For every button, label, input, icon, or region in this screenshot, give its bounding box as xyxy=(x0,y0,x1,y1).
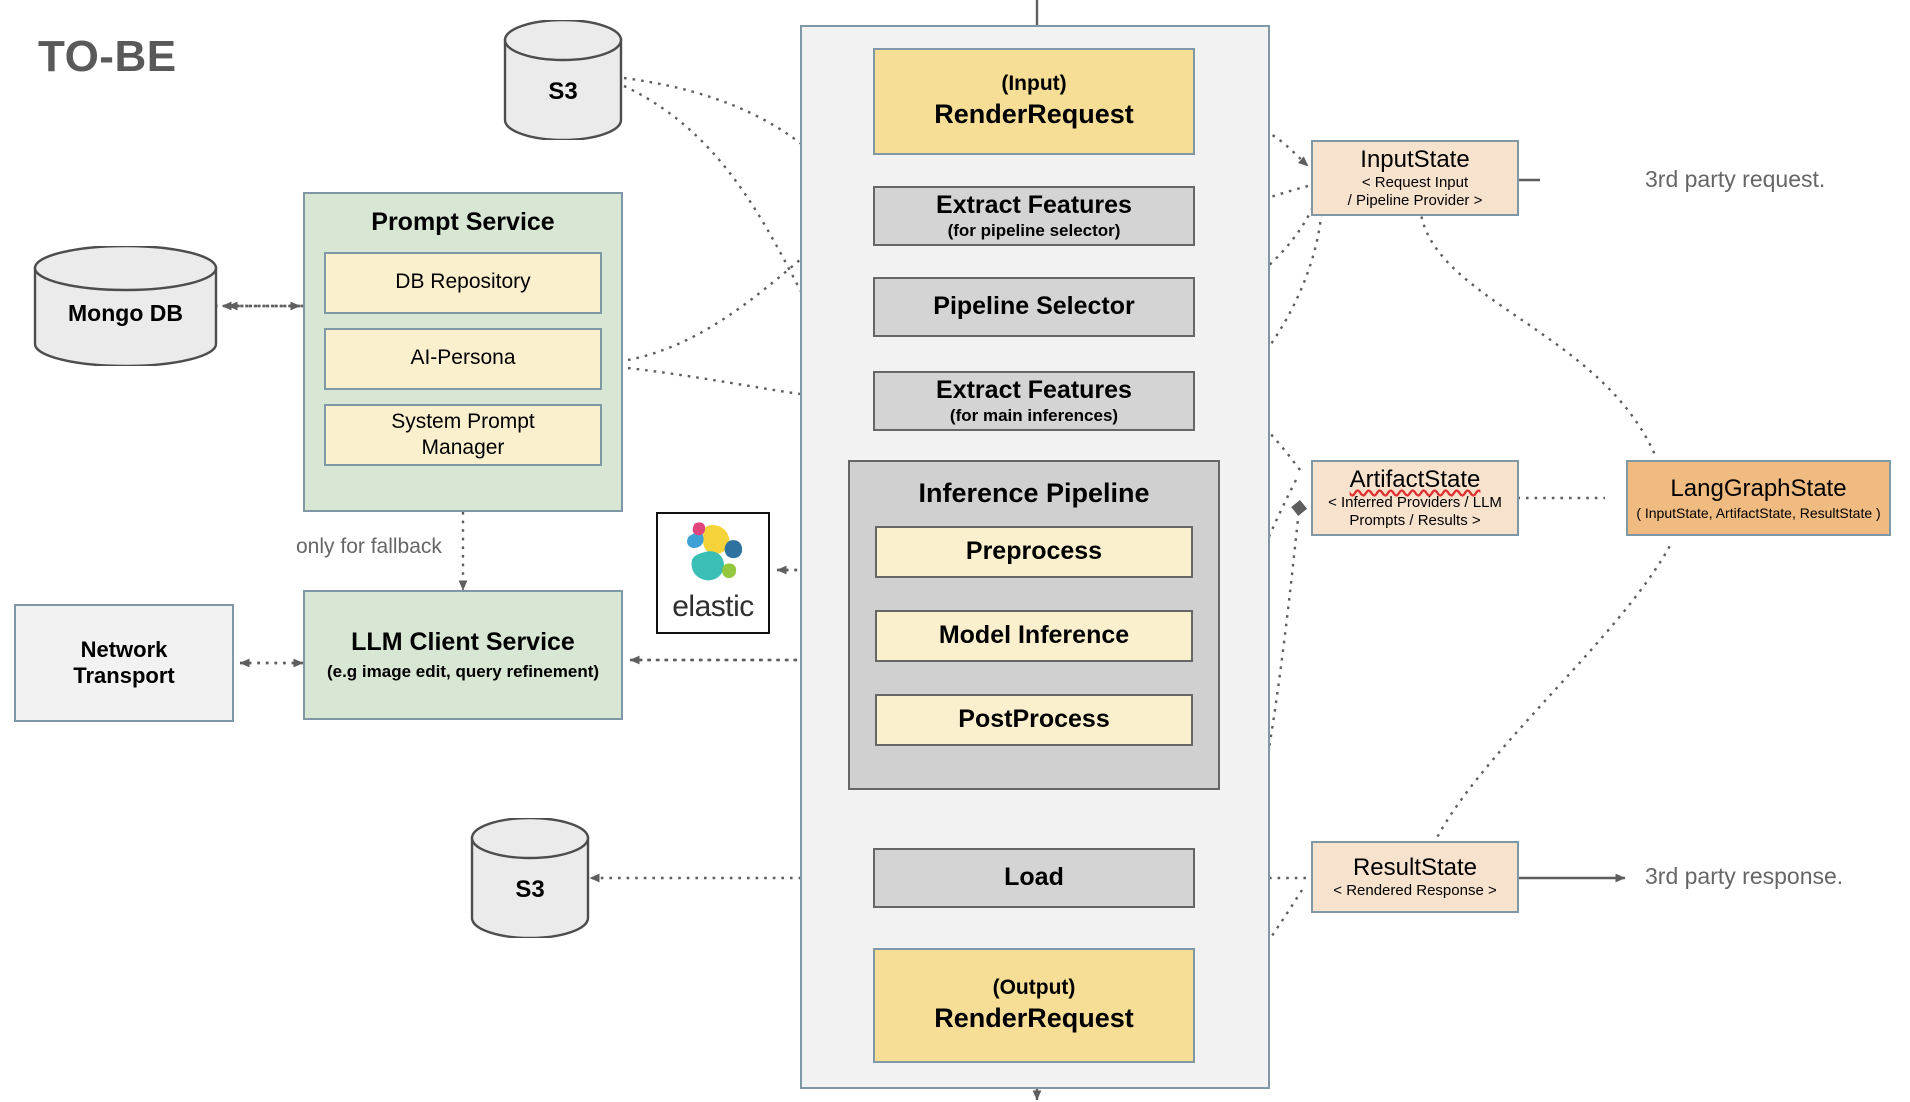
network-transport-node[interactable]: Network Transport xyxy=(14,604,234,722)
artifact-state-sub1: < Inferred Providers / LLM xyxy=(1328,494,1502,512)
llm-client-service-node[interactable]: LLM Client Service (e.g image edit, quer… xyxy=(303,590,623,720)
db-repository-label: DB Repository xyxy=(395,270,531,294)
pipeline-extract-features-main[interactable]: Extract Features (for main inferences) xyxy=(873,371,1195,431)
result-state-title: ResultState xyxy=(1352,854,1478,881)
inference-pipeline-title: Inference Pipeline xyxy=(918,478,1150,508)
output-render-request-title: RenderRequest xyxy=(934,1003,1134,1034)
prompt-service-item-ai-persona[interactable]: AI-Persona xyxy=(324,327,602,390)
s3-top-label: S3 xyxy=(548,78,578,105)
elastic-label: elastic xyxy=(672,590,754,623)
pipeline-selector-node[interactable]: Pipeline Selector xyxy=(873,277,1195,337)
prompt-service-item-db-repository[interactable]: DB Repository xyxy=(324,251,602,314)
llm-client-service-subtitle: (e.g image edit, query refinement) xyxy=(326,661,600,681)
s3-bottom-datastore: S3 xyxy=(470,816,590,940)
artifact-state-node[interactable]: ArtifactState < Inferred Providers / LLM… xyxy=(1311,460,1519,536)
extract-features-selector-title: Extract Features xyxy=(936,191,1132,220)
preprocess-label: Preprocess xyxy=(965,537,1103,566)
third-party-response-label: 3rd party response. xyxy=(1645,863,1844,889)
output-render-request-sub: (Output) xyxy=(992,975,1076,999)
inference-step-postprocess[interactable]: PostProcess xyxy=(875,693,1193,746)
pipeline-output-render-request[interactable]: (Output) RenderRequest xyxy=(873,948,1195,1063)
elastic-logo-box[interactable]: elastic xyxy=(656,512,770,634)
postprocess-label: PostProcess xyxy=(958,705,1110,734)
result-state-sub1: < Rendered Response > xyxy=(1333,882,1497,900)
langgraph-state-title: LangGraphState xyxy=(1670,474,1847,502)
artifact-state-sub2: Prompts / Results > xyxy=(1349,512,1481,530)
page-title: TO-BE xyxy=(38,32,177,81)
ai-persona-label: AI-Persona xyxy=(410,346,516,370)
input-state-node[interactable]: InputState < Request Input / Pipeline Pr… xyxy=(1311,140,1519,216)
input-state-title: InputState xyxy=(1360,146,1470,174)
input-state-sub2: / Pipeline Provider > xyxy=(1347,192,1483,210)
inference-step-model-inference[interactable]: Model Inference xyxy=(875,609,1193,662)
result-state-node[interactable]: ResultState < Rendered Response > xyxy=(1311,841,1519,913)
system-prompt-manager-label: System Prompt Manager xyxy=(391,409,535,459)
artifact-state-title: ArtifactState xyxy=(1349,466,1481,494)
input-render-request-sub: (Input) xyxy=(1001,71,1067,95)
inference-step-preprocess[interactable]: Preprocess xyxy=(875,525,1193,578)
input-render-request-title: RenderRequest xyxy=(934,99,1134,130)
llm-client-service-title: LLM Client Service xyxy=(351,628,575,657)
extract-features-selector-sub: (for pipeline selector) xyxy=(947,220,1121,240)
prompt-service-title: Prompt Service xyxy=(371,208,555,236)
s3-bottom-label: S3 xyxy=(515,876,545,903)
load-label: Load xyxy=(1004,863,1064,892)
pipeline-input-render-request[interactable]: (Input) RenderRequest xyxy=(873,48,1195,155)
mongodb-label: Mongo DB xyxy=(68,300,183,326)
mongodb-datastore: Mongo DB xyxy=(33,244,218,368)
extract-features-main-title: Extract Features xyxy=(936,376,1132,405)
langgraph-state-node[interactable]: LangGraphState ( InputState, ArtifactSta… xyxy=(1626,460,1891,536)
s3-top-datastore: S3 xyxy=(503,18,623,142)
pipeline-load-node[interactable]: Load xyxy=(873,848,1195,908)
model-inference-label: Model Inference xyxy=(938,621,1130,650)
input-state-sub1: < Request Input xyxy=(1361,174,1469,192)
inference-pipeline-group[interactable]: Inference Pipeline Preprocess Model Infe… xyxy=(848,460,1220,790)
third-party-request-label: 3rd party request. xyxy=(1645,166,1826,192)
pipeline-selector-title: Pipeline Selector xyxy=(933,292,1135,321)
elastic-logo-icon xyxy=(687,522,743,581)
pipeline-extract-features-selector[interactable]: Extract Features (for pipeline selector) xyxy=(873,186,1195,246)
langgraph-state-sub1: ( InputState, ArtifactState, ResultState… xyxy=(1636,504,1881,521)
network-transport-label-line2: Transport xyxy=(73,663,175,688)
fallback-note-label: only for fallback xyxy=(296,535,442,558)
network-transport-label-line1: Network xyxy=(80,637,168,663)
extract-features-main-sub: (for main inferences) xyxy=(949,405,1119,425)
prompt-service-container[interactable]: Prompt Service DB Repository AI-Persona … xyxy=(303,192,623,512)
prompt-service-item-system-prompt-manager[interactable]: System Prompt Manager xyxy=(324,403,602,466)
